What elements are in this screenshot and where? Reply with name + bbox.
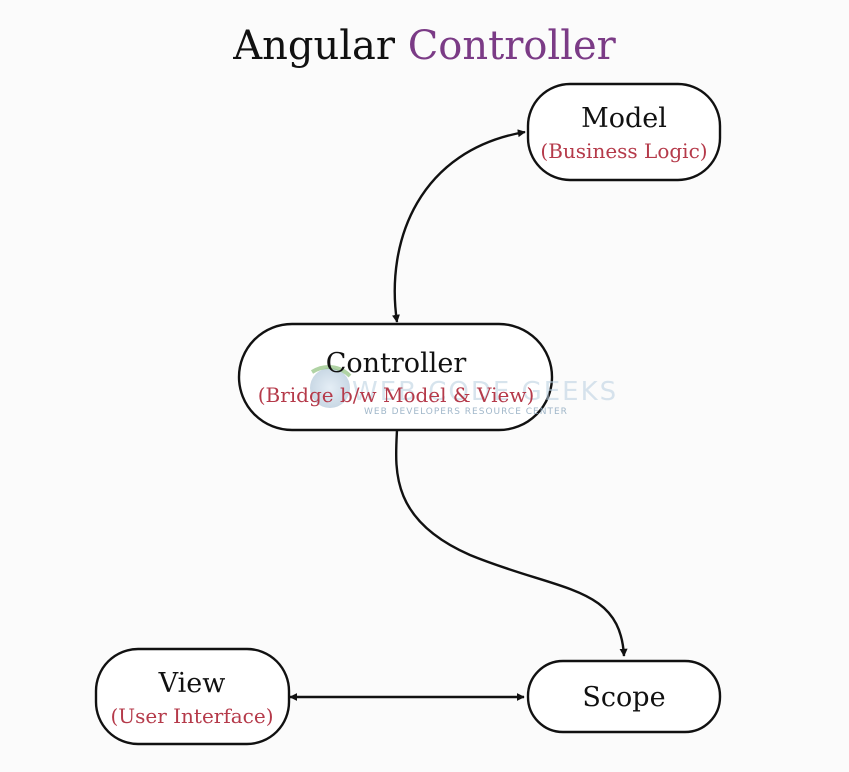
node-controller: WEB CODE GEEKS WEB DEVELOPERS RESOURCE C…: [237, 322, 618, 432]
watermark-logo: WEB CODE GEEKS WEB DEVELOPERS RESOURCE C…: [310, 365, 618, 417]
node-view-label: View: [158, 668, 226, 699]
watermark-main-text: WEB CODE GEEKS: [352, 377, 618, 407]
node-scope-label: Scope: [582, 682, 665, 713]
edge-controller-model: [392, 129, 526, 323]
node-scope-box: [526, 659, 722, 734]
node-view-box: [94, 647, 291, 746]
title-prefix: Angular: [233, 23, 395, 69]
watermark-globe-icon: [310, 368, 350, 408]
node-view: View (User Interface): [94, 647, 291, 746]
node-controller-box: [237, 322, 554, 432]
title-accent: Controller: [407, 23, 616, 69]
node-controller-sublabel: (Bridge b/w Model & View): [258, 383, 535, 407]
node-scope: Scope: [526, 659, 722, 734]
node-view-sublabel: (User Interface): [110, 704, 273, 728]
node-model: Model (Business Logic): [526, 82, 722, 182]
node-model-label: Model: [581, 103, 667, 134]
edge-controller-scope: [394, 429, 628, 657]
page-title: Angular Controller: [0, 18, 849, 74]
watermark-sub-text: WEB DEVELOPERS RESOURCE CENTER: [364, 407, 568, 417]
node-controller-label: Controller: [326, 348, 467, 379]
node-model-box: [526, 82, 722, 182]
node-model-sublabel: (Business Logic): [540, 139, 707, 163]
watermark-swoosh-icon: [310, 365, 352, 378]
